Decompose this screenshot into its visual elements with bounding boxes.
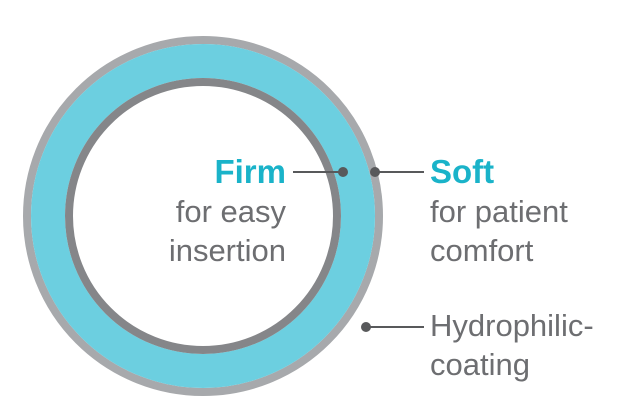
outer-coating-ring [23,36,383,396]
firm-description-line-1: for easy [175,194,286,229]
soft-heading: Soft [430,153,495,190]
firm-label-block: Firm for easy insertion [169,155,286,266]
soft-label-block: Soft for patient comfort [430,155,568,266]
coating-description-line-1: Hydrophilic- [430,308,594,343]
soft-leader-dot [370,167,380,177]
coating-leader-dot [361,322,371,332]
coating-description-line-2: coating [430,347,530,382]
soft-description-line-1: for patient [430,194,568,229]
firm-leader-dot [338,167,348,177]
coating-label-block: Hydrophilic- coating [430,310,594,380]
soft-layer-band [31,44,375,388]
soft-description-line-2: comfort [430,233,534,268]
inner-firm-ring [65,78,341,354]
firm-heading: Firm [214,153,286,190]
firm-description-line-2: insertion [168,233,286,268]
